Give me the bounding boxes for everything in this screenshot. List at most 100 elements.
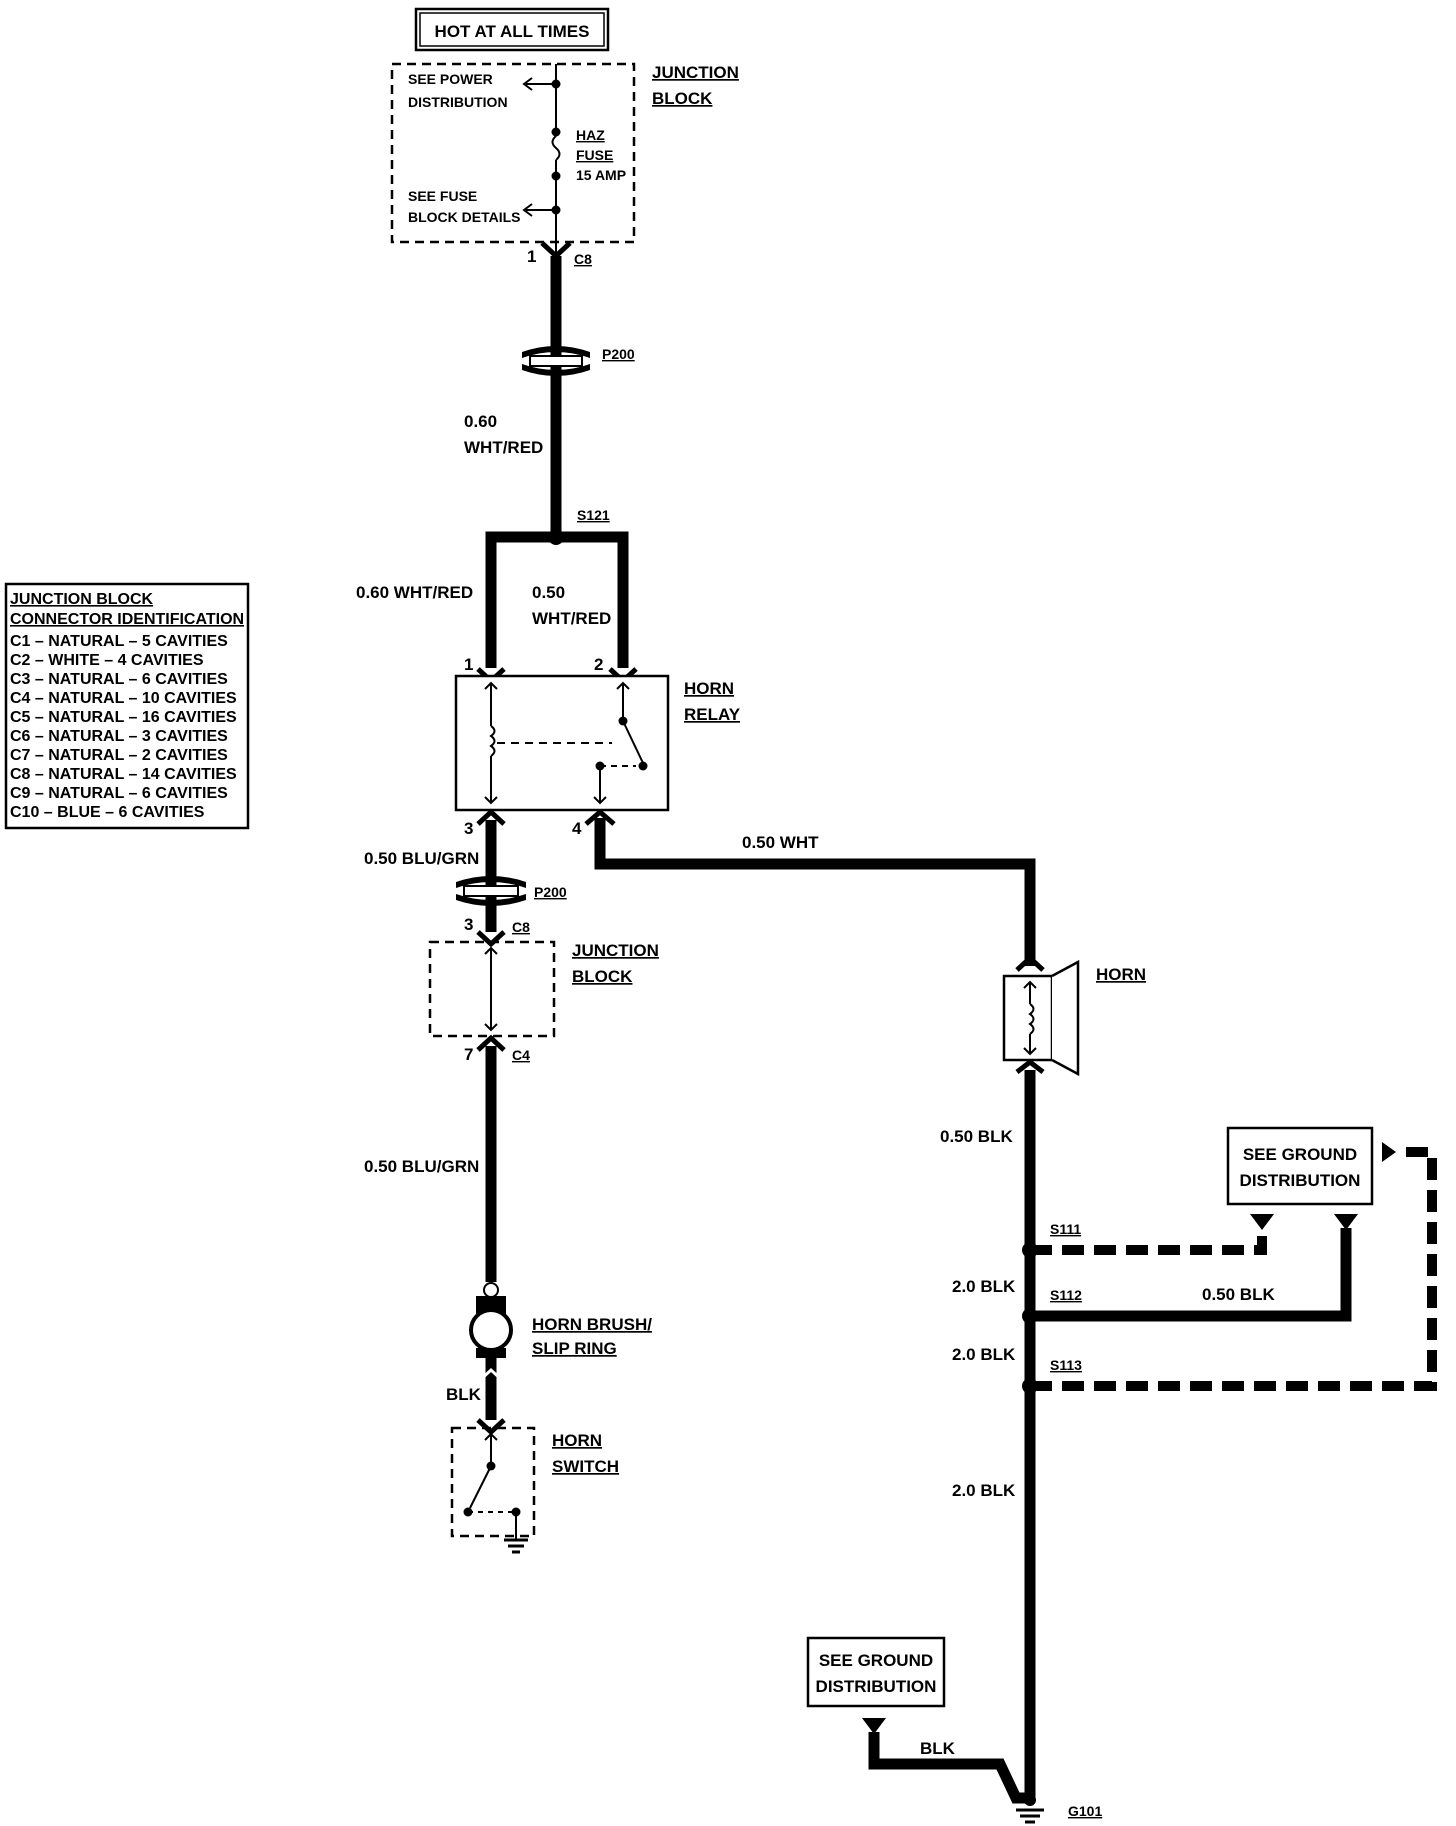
relay-coil-icon [489,725,496,757]
wire-top-color: WHT/RED [464,438,543,457]
wire-relay-pin3: 0.50 BLU/GRN [364,849,479,868]
pin-1-top: 1 [527,247,536,266]
legend-row: C8 – NATURAL – 14 CAVITIES [10,766,237,783]
wire-s113-dashed [1030,1147,1437,1391]
ground-dist-arrow-icon [862,1718,886,1734]
fuse-name-2: FUSE [576,147,613,163]
wire-bottom-blk-label: BLK [920,1739,956,1758]
horn-brush-name-2: SLIP RING [532,1339,617,1358]
horn-bell-icon [1051,959,1080,1077]
ground-dist-bottom-box: SEE GROUND DISTRIBUTION [806,1636,946,1708]
junction-block-top-name-1: JUNCTION [652,63,739,82]
legend-row: C6 – NATURAL – 3 CAVITIES [10,728,228,745]
jb-mid-connector-top: C8 [512,919,530,935]
fuse-name-1: HAZ [576,127,605,143]
p200-top-connector: P200 [522,346,635,376]
jb-mid-pin-bottom: 7 [464,1045,473,1064]
legend-row: C4 – NATURAL – 10 CAVITIES [10,690,237,707]
wire-right-gauge: 0.50 [532,583,565,602]
legend-row: C9 – NATURAL – 6 CAVITIES [10,785,228,802]
ground-dist-arrow-icon [1382,1142,1396,1162]
splice-s112-label: S112 [1050,1287,1082,1303]
wire-s112 [1030,1228,1352,1322]
wire-s112-right-label: 0.50 BLK [1202,1285,1275,1304]
horn-brush-name-1: HORN BRUSH/ [532,1315,652,1334]
relay-pin-2: 2 [594,655,603,674]
splice-s113-label: S113 [1050,1357,1082,1373]
slip-ring-icon [469,1308,513,1352]
ground-dist-arrow-icon [1334,1214,1358,1230]
wire-s121-left [485,531,556,668]
horn-relay-name-2: RELAY [684,705,741,724]
horn-switch-name-2: SWITCH [552,1457,619,1476]
wire-s111-dashed [1030,1228,1267,1255]
horn-label: HORN [1096,965,1146,984]
ground-dist-right-box: SEE GROUND DISTRIBUTION [1226,1126,1374,1206]
ground-dist-arrow-icon [1250,1214,1274,1230]
legend-row: C7 – NATURAL – 2 CAVITIES [10,747,228,764]
wire-blk-bottom [868,1732,1030,1804]
g101-ground-icon [1016,1794,1044,1824]
wire-wht-to-horn [594,818,1036,966]
splice-s111-label: S111 [1050,1221,1081,1237]
wire-left-to-relay: 0.60 WHT/RED [356,583,473,602]
relay-switch-icon [622,720,644,764]
g101-label: G101 [1068,1803,1102,1819]
power-dist-label-1: SEE POWER [408,71,493,87]
fuse-rating: 15 AMP [576,167,626,183]
jb-mid-pin-top: 3 [464,915,473,934]
wire-s112-left-label: 2.0 BLK [952,1277,1016,1296]
jb-mid-name-1: JUNCTION [572,941,659,960]
legend-row: C3 – NATURAL – 6 CAVITIES [10,671,228,688]
wire-s113-left-label: 2.0 BLK [952,1345,1016,1364]
p200-bottom-connector: P200 [456,876,567,906]
junction-block-mid: JUNCTION BLOCK [428,940,659,1038]
arrow-left-icon [522,203,533,217]
horn-switch-name-1: HORN [552,1431,602,1450]
legend-row: C1 – NATURAL – 5 CAVITIES [10,633,228,650]
ground-dist-bottom-2: DISTRIBUTION [816,1677,937,1696]
horn-switch-contact-icon [469,1465,492,1509]
legend-title-2: CONNECTOR IDENTIFICATION [10,611,244,628]
horn-switch: HORN SWITCH [450,1418,619,1554]
ground-icon [504,1538,528,1554]
wire-right-color: WHT/RED [532,609,611,628]
power-dist-label-2: DISTRIBUTION [408,94,508,110]
ground-dist-right-2: DISTRIBUTION [1240,1171,1361,1190]
jb-mid-name-2: BLOCK [572,967,633,986]
relay-pin-3: 3 [464,819,473,838]
legend-row: C2 – WHITE – 4 CAVITIES [10,652,204,669]
arrow-left-icon [522,77,533,91]
junction-block-top: SEE POWER DISTRIBUTION SEE FUSE BLOCK DE… [390,62,739,267]
connector-c8-top: C8 [574,251,592,267]
legend-row: C5 – NATURAL – 16 CAVITIES [10,709,237,726]
ground-dist-bottom-1: SEE GROUND [819,1651,933,1670]
wire-top-gauge: 0.60 [464,412,497,431]
fuse-block-label-1: SEE FUSE [408,188,477,204]
horn-brush-slip-ring: HORN BRUSH/ SLIP RING [469,1282,652,1358]
wire-brush-switch-label: BLK [446,1385,482,1404]
p200-top-label: P200 [602,346,635,362]
legend-row: C10 – BLUE – 6 CAVITIES [10,804,205,821]
horn-component: HORN [1002,954,1146,1077]
legend-title-1: JUNCTION BLOCK [10,591,154,608]
p200-bottom-label: P200 [534,884,567,900]
wire-s121-right [556,531,629,668]
header-title: HOT AT ALL TIMES [435,22,590,41]
relay-pin-1: 1 [464,655,473,674]
relay-pin-4: 4 [572,819,582,838]
wire-horn-ground-label: 0.50 BLK [940,1127,1013,1146]
horn-relay-name-1: HORN [684,679,734,698]
wire-relay-pin4-label: 0.50 WHT [742,833,819,852]
junction-block-top-name-2: BLOCK [652,89,713,108]
ground-dist-right-1: SEE GROUND [1243,1145,1357,1164]
hot-at-all-times-box: HOT AT ALL TIMES [414,7,610,52]
wire-to-brush: 0.50 BLU/GRN [364,1157,479,1176]
splice-s121-label: S121 [577,507,610,523]
haz-fuse-icon [551,135,561,161]
wire-to-g101-label: 2.0 BLK [952,1481,1016,1500]
horn-coil-icon [1028,1003,1035,1035]
jb-mid-connector-bottom: C4 [512,1047,530,1063]
horn-relay: 1 2 HORN RELAY 3 4 [454,655,741,838]
